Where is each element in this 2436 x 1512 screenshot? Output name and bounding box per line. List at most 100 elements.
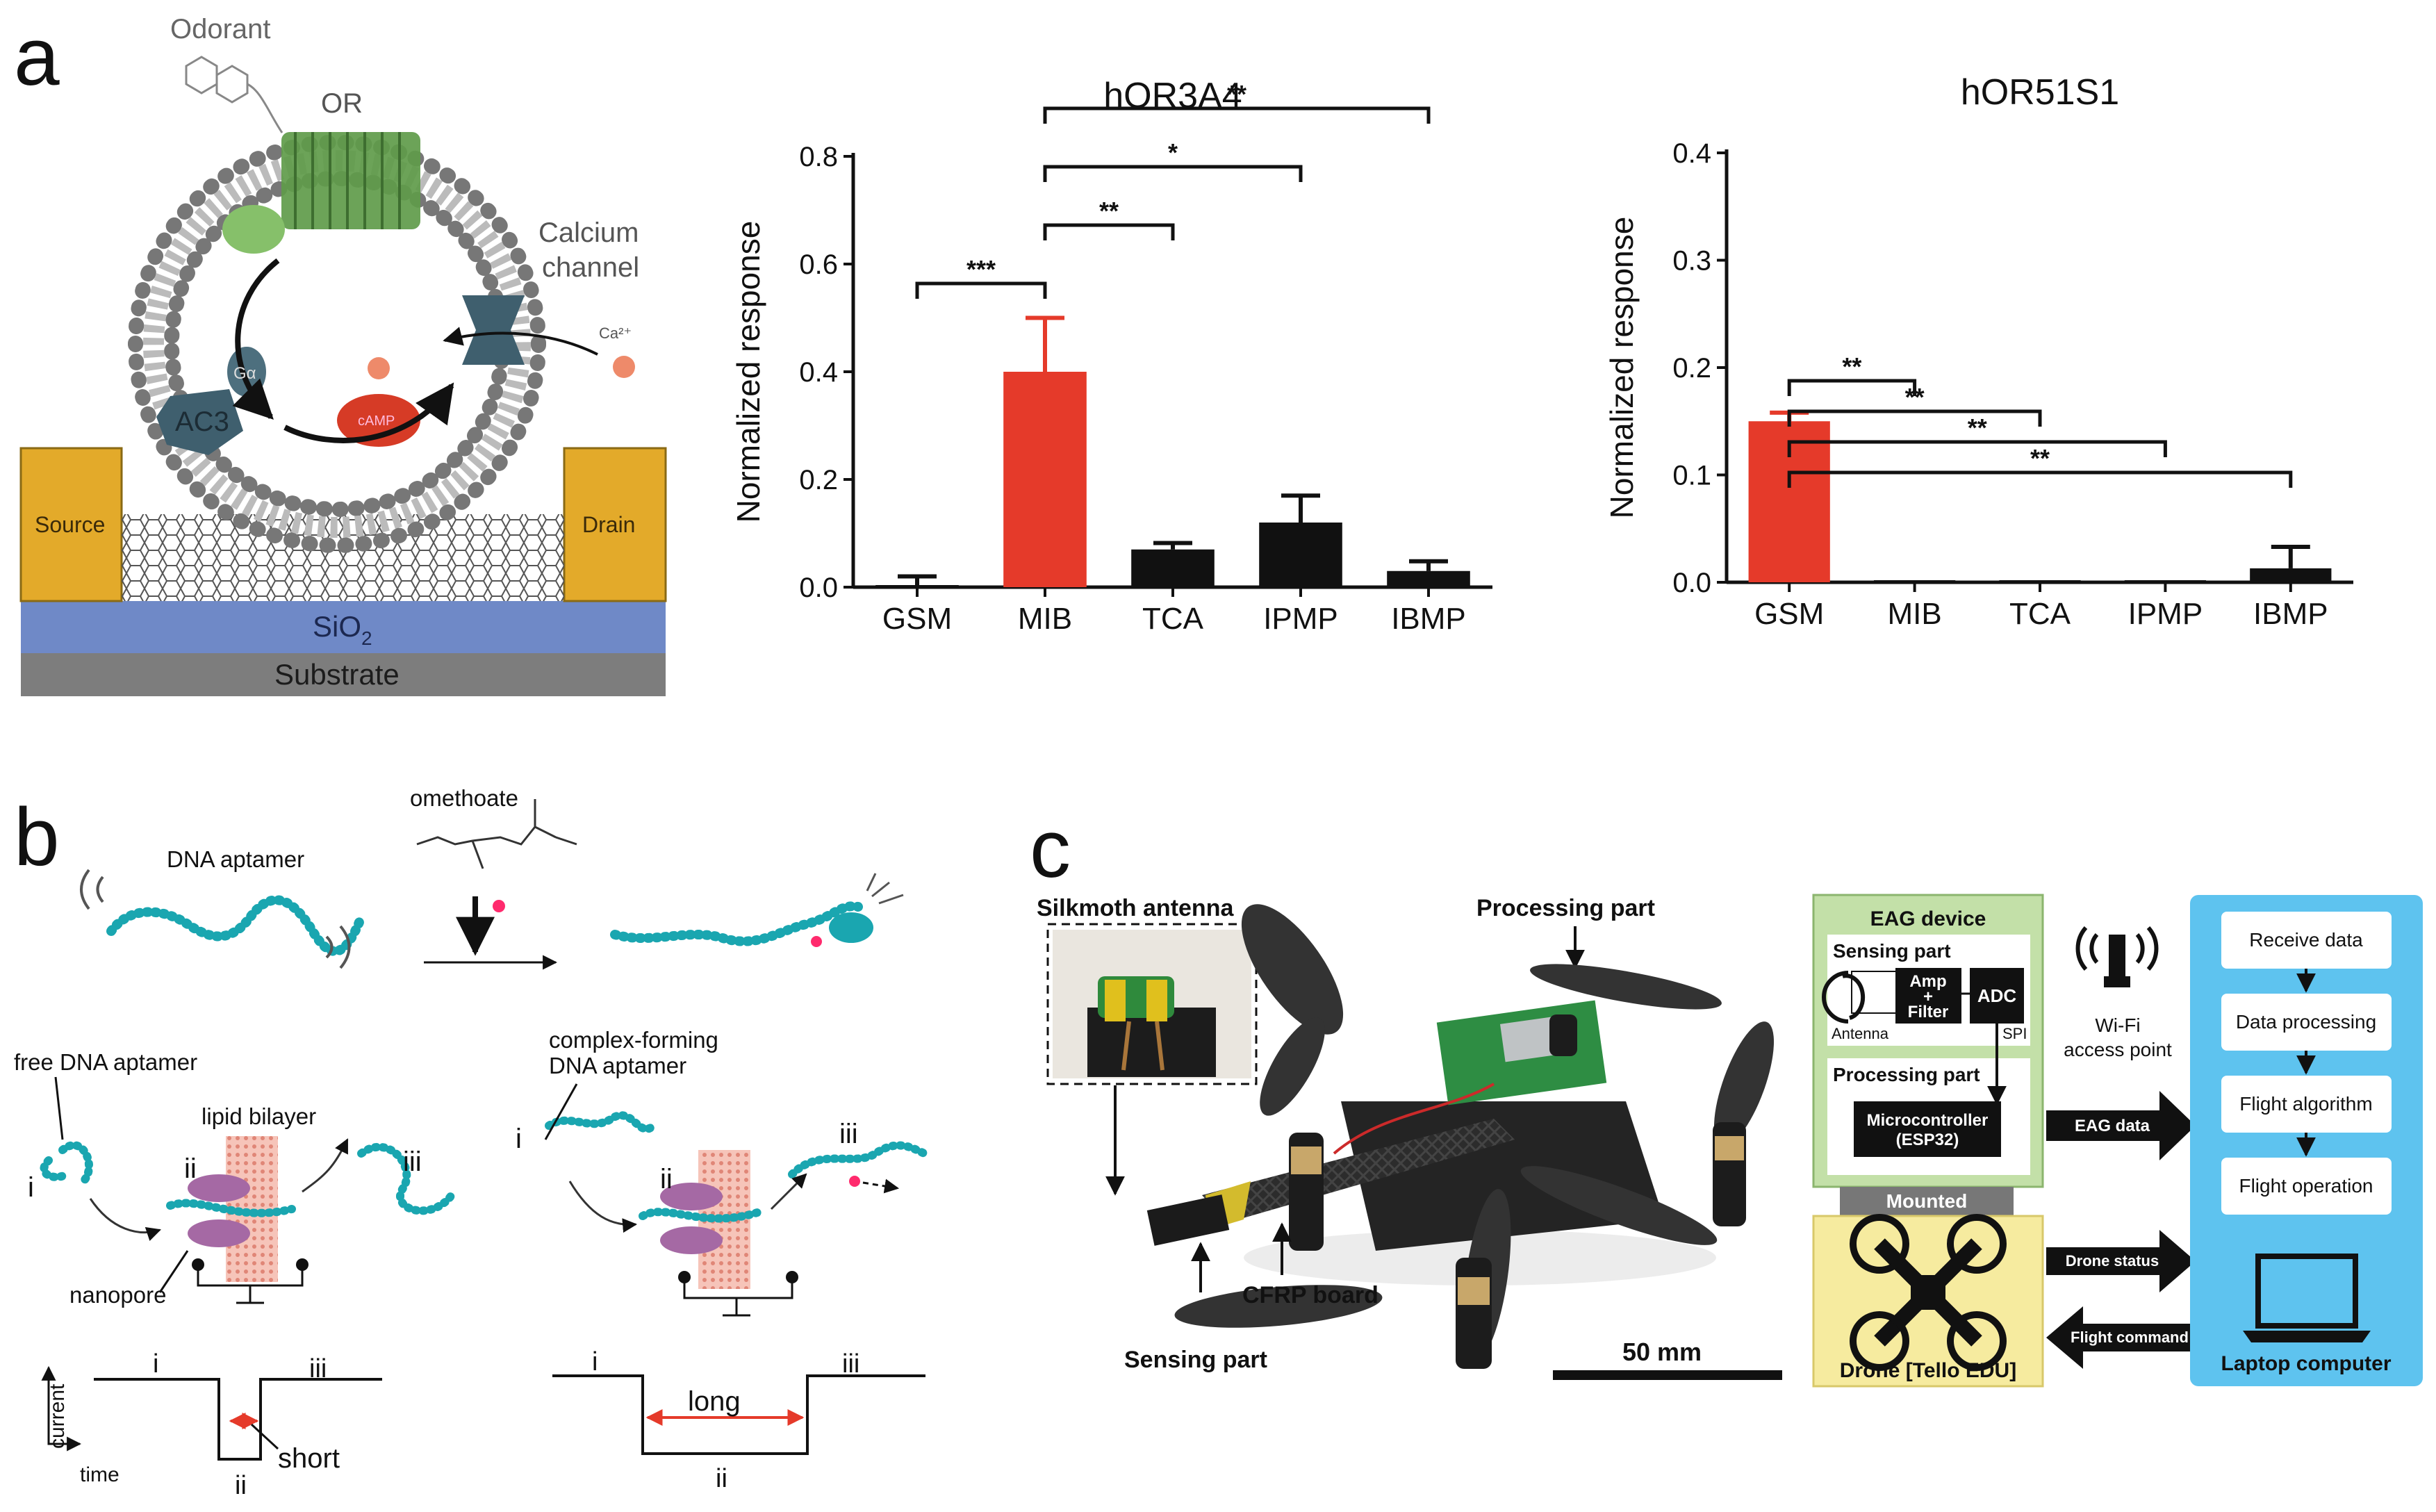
source-electrode bbox=[19, 447, 123, 602]
complex-forming-label-1: complex-forming bbox=[549, 1027, 718, 1053]
laptop-icon bbox=[2243, 1254, 2371, 1342]
significance-stars: ** bbox=[1968, 413, 1987, 442]
x-tick-label: IPMP bbox=[1263, 602, 1338, 636]
olfactory-receptor bbox=[281, 132, 420, 229]
omethoate-dot bbox=[493, 900, 505, 912]
y-tick-label: 0.1 bbox=[1672, 461, 1711, 491]
amp-filter-block bbox=[1895, 968, 1961, 1024]
aptamer-complex bbox=[829, 912, 873, 943]
bar bbox=[1873, 580, 1956, 582]
nanopore-label: nanopore bbox=[69, 1282, 166, 1308]
bar bbox=[1999, 580, 2081, 582]
laptop-step-box bbox=[2221, 1158, 2392, 1215]
calcium-channel-shape bbox=[462, 295, 525, 365]
ca-label: Ca²⁺ bbox=[599, 324, 632, 342]
drone-status-arrow bbox=[2046, 1230, 2196, 1292]
drone-photo: Silkmoth antenna Processing part Sensing… bbox=[1037, 895, 1807, 1390]
sensing-part-photo-label: Sensing part bbox=[1124, 1347, 1267, 1373]
significance-bracket bbox=[1043, 223, 1175, 240]
lipid-heads-outer bbox=[128, 135, 546, 553]
entry-arrow-left bbox=[89, 1198, 161, 1241]
significance-bracket bbox=[1787, 470, 2293, 488]
or-label: OR bbox=[321, 88, 363, 119]
odorant-label: Odorant bbox=[170, 14, 271, 44]
cfrp-board-label: CFRP board bbox=[1242, 1282, 1379, 1308]
laptop-step-label: Receive data bbox=[2249, 929, 2363, 951]
signal-arrow-2 bbox=[283, 382, 454, 443]
aptamer-bound bbox=[610, 901, 863, 946]
trace-iii-left: iii bbox=[309, 1354, 327, 1383]
complex-forming-label-2: DNA aptamer bbox=[549, 1053, 686, 1078]
bar bbox=[875, 585, 959, 587]
antenna-inset-frame bbox=[1046, 923, 1258, 1085]
significance-stars: ** bbox=[1099, 197, 1119, 225]
trace-ii-right: ii bbox=[716, 1464, 727, 1493]
y-tick-label: 0.4 bbox=[799, 357, 838, 388]
y-tick-label: 0.8 bbox=[799, 142, 838, 172]
bar bbox=[1259, 523, 1342, 587]
current-axis-label: current bbox=[46, 1383, 69, 1449]
short-dwell-trace bbox=[94, 1378, 382, 1461]
significance-stars: ** bbox=[1842, 352, 1861, 381]
processing-part-label: Processing part bbox=[1476, 895, 1655, 921]
ga-label: Gα bbox=[233, 364, 256, 383]
antenna-label: Antenna bbox=[1832, 1025, 1889, 1042]
processing-part-box-title: Processing part bbox=[1833, 1064, 1980, 1085]
bar bbox=[2124, 580, 2207, 582]
bar bbox=[1131, 549, 1215, 587]
y-tick-label: 0.2 bbox=[799, 465, 838, 495]
x-tick-label: GSM bbox=[882, 602, 952, 636]
eag-device-title: EAG device bbox=[1870, 907, 1986, 930]
omethoate-structure bbox=[416, 799, 577, 869]
scale-bar-label: 50 mm bbox=[1622, 1338, 1702, 1366]
x-tick-label: MIB bbox=[1887, 597, 1941, 631]
y-tick-label: 0.4 bbox=[1672, 138, 1711, 169]
signal-marks bbox=[866, 873, 904, 905]
y-tick-label: 0.3 bbox=[1672, 246, 1711, 277]
wifi-label: Wi-Fi bbox=[2095, 1014, 2140, 1036]
nanopore-upper bbox=[188, 1174, 250, 1202]
drone-status-label: Drone status bbox=[2066, 1252, 2159, 1269]
substrate-layer bbox=[21, 653, 666, 696]
roman-i-right: i bbox=[516, 1124, 522, 1154]
nanopore-lower bbox=[188, 1219, 250, 1247]
aptamer-complex-free bbox=[545, 1111, 657, 1133]
aptamer-exit-left bbox=[357, 1142, 456, 1215]
y-tick-label: 0.0 bbox=[799, 573, 838, 603]
drone-icon bbox=[1850, 1214, 2007, 1371]
esp32-label: (ESP32) bbox=[1896, 1131, 1959, 1149]
exit-arrow-left bbox=[302, 1138, 349, 1193]
bar bbox=[1387, 570, 1470, 587]
amp-label: Amp bbox=[1909, 972, 1946, 991]
lipid-bilayer-label: lipid bilayer bbox=[201, 1103, 316, 1129]
significance-bracket bbox=[1787, 409, 2042, 427]
x-tick-label: IPMP bbox=[2128, 597, 2203, 631]
dna-aptamer-label: DNA aptamer bbox=[167, 846, 304, 872]
circuit-left bbox=[197, 1265, 304, 1304]
x-tick-label: TCA bbox=[1142, 602, 1204, 636]
adc-label: ADC bbox=[1977, 985, 2017, 1006]
significance-bracket bbox=[915, 281, 1047, 299]
trace-iii-right: iii bbox=[842, 1349, 859, 1379]
odorant-molecule bbox=[185, 56, 283, 133]
aptamer-free bbox=[106, 895, 366, 956]
g-protein bbox=[222, 205, 285, 254]
aptamer-translocating bbox=[166, 1199, 296, 1217]
bar bbox=[1003, 372, 1087, 587]
significance-bracket bbox=[1043, 165, 1303, 182]
panel-b-top: DNA aptamer omethoate bbox=[80, 785, 904, 970]
calcium-channel-label-2: channel bbox=[542, 252, 639, 283]
laptop-step-label: Data processing bbox=[2236, 1011, 2376, 1033]
wifi-icon bbox=[2075, 926, 2159, 987]
drain-label: Drain bbox=[582, 512, 635, 537]
ac3-shape bbox=[156, 389, 243, 455]
omethoate-label: omethoate bbox=[410, 785, 518, 811]
trace-i-right: i bbox=[592, 1347, 598, 1377]
x-tick-label: MIB bbox=[1018, 602, 1072, 636]
laptop-label: Laptop computer bbox=[2221, 1352, 2392, 1375]
microcontroller-block bbox=[1854, 1101, 2001, 1157]
panel-label-a: a bbox=[14, 11, 60, 103]
roman-iii-right: iii bbox=[839, 1119, 858, 1149]
flight-command-label: Flight command bbox=[2071, 1329, 2189, 1346]
